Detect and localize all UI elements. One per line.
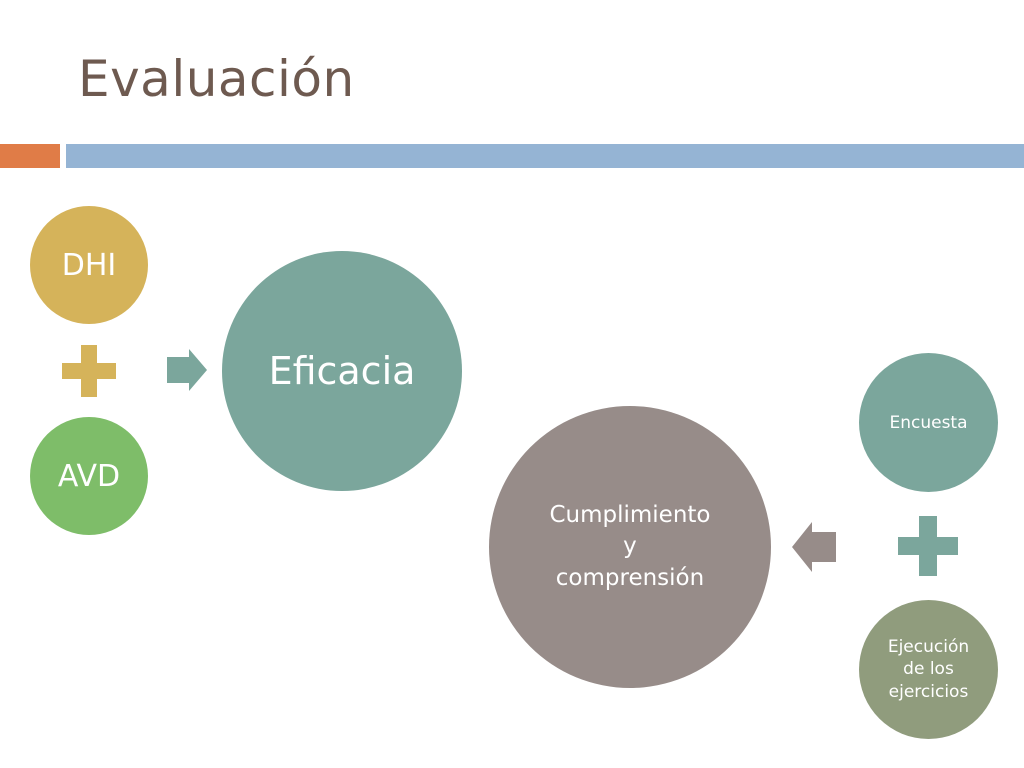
plus-icon — [898, 516, 958, 576]
cumplimiento-label: Cumplimiento y comprensión — [549, 502, 711, 591]
eficacia-label: Eficacia — [268, 349, 416, 393]
encuesta-circle: Encuesta — [859, 353, 998, 492]
title-underline-bar — [66, 144, 1024, 168]
dhi-label: DHI — [61, 247, 117, 283]
ejecucion-circle: Ejecución de los ejercicios — [859, 600, 998, 739]
avd-circle: AVD — [30, 417, 148, 535]
encuesta-label: Encuesta — [889, 412, 968, 433]
arrow-left-icon — [792, 522, 836, 572]
ejecucion-label: Ejecución de los ejercicios — [887, 637, 970, 702]
avd-label: AVD — [57, 458, 121, 494]
dhi-circle: DHI — [30, 206, 148, 324]
arrow-right-icon — [167, 349, 207, 391]
cumplimiento-circle: Cumplimiento y comprensión — [489, 406, 771, 688]
eficacia-circle: Eficacia — [222, 251, 462, 491]
title-accent-bar — [0, 144, 60, 168]
slide-title: Evaluación — [78, 50, 355, 108]
plus-icon — [62, 345, 116, 397]
